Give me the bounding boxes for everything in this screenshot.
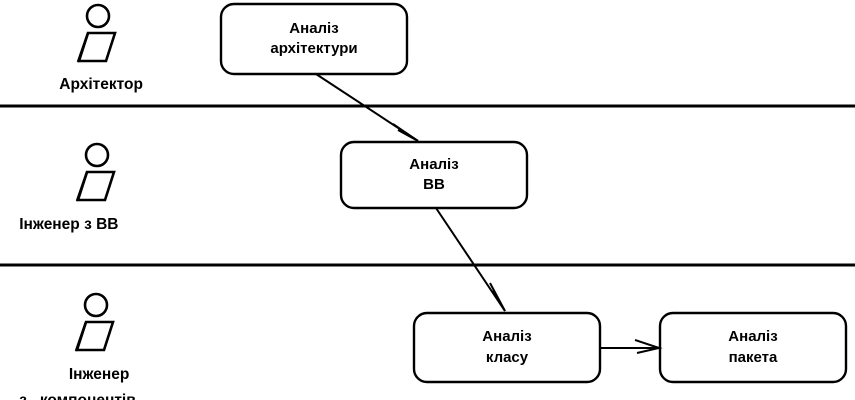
lane-label-component-engineer-line1: Інженер — [68, 366, 130, 383]
lane-label-component-engineer-line1-wrap: Інженер — [8, 348, 173, 400]
lane-label-architect: Архітектор — [10, 58, 175, 112]
lane-label-architect-line1: Архітектор — [59, 76, 143, 93]
activity-box-package-analysis[interactable] — [658, 311, 848, 384]
actor-person-icon-architect — [76, 3, 117, 63]
flow-arrow-architecture-to-usecase[interactable] — [315, 73, 419, 142]
actor-person-icon-uc-engineer — [75, 142, 116, 202]
lane-label-component-engineer-line2-wrap: з компонентів — [2, 374, 232, 400]
activity-box-architecture-analysis[interactable] — [219, 2, 409, 76]
actor-person-icon-component-engineer — [74, 292, 115, 352]
lane-label-uc-engineer-line1: Інженер з ВВ — [19, 216, 119, 233]
activity-box-usecase-analysis[interactable] — [339, 140, 529, 210]
flow-arrow-usecase-to-class[interactable] — [435, 207, 506, 312]
lane-label-component-engineer-line2: з компонентів — [19, 392, 136, 400]
activity-box-class-analysis[interactable] — [412, 311, 602, 384]
lane-label-uc-engineer: Інженер з ВВ — [2, 198, 212, 252]
flow-arrow-class-to-package[interactable] — [600, 339, 663, 354]
